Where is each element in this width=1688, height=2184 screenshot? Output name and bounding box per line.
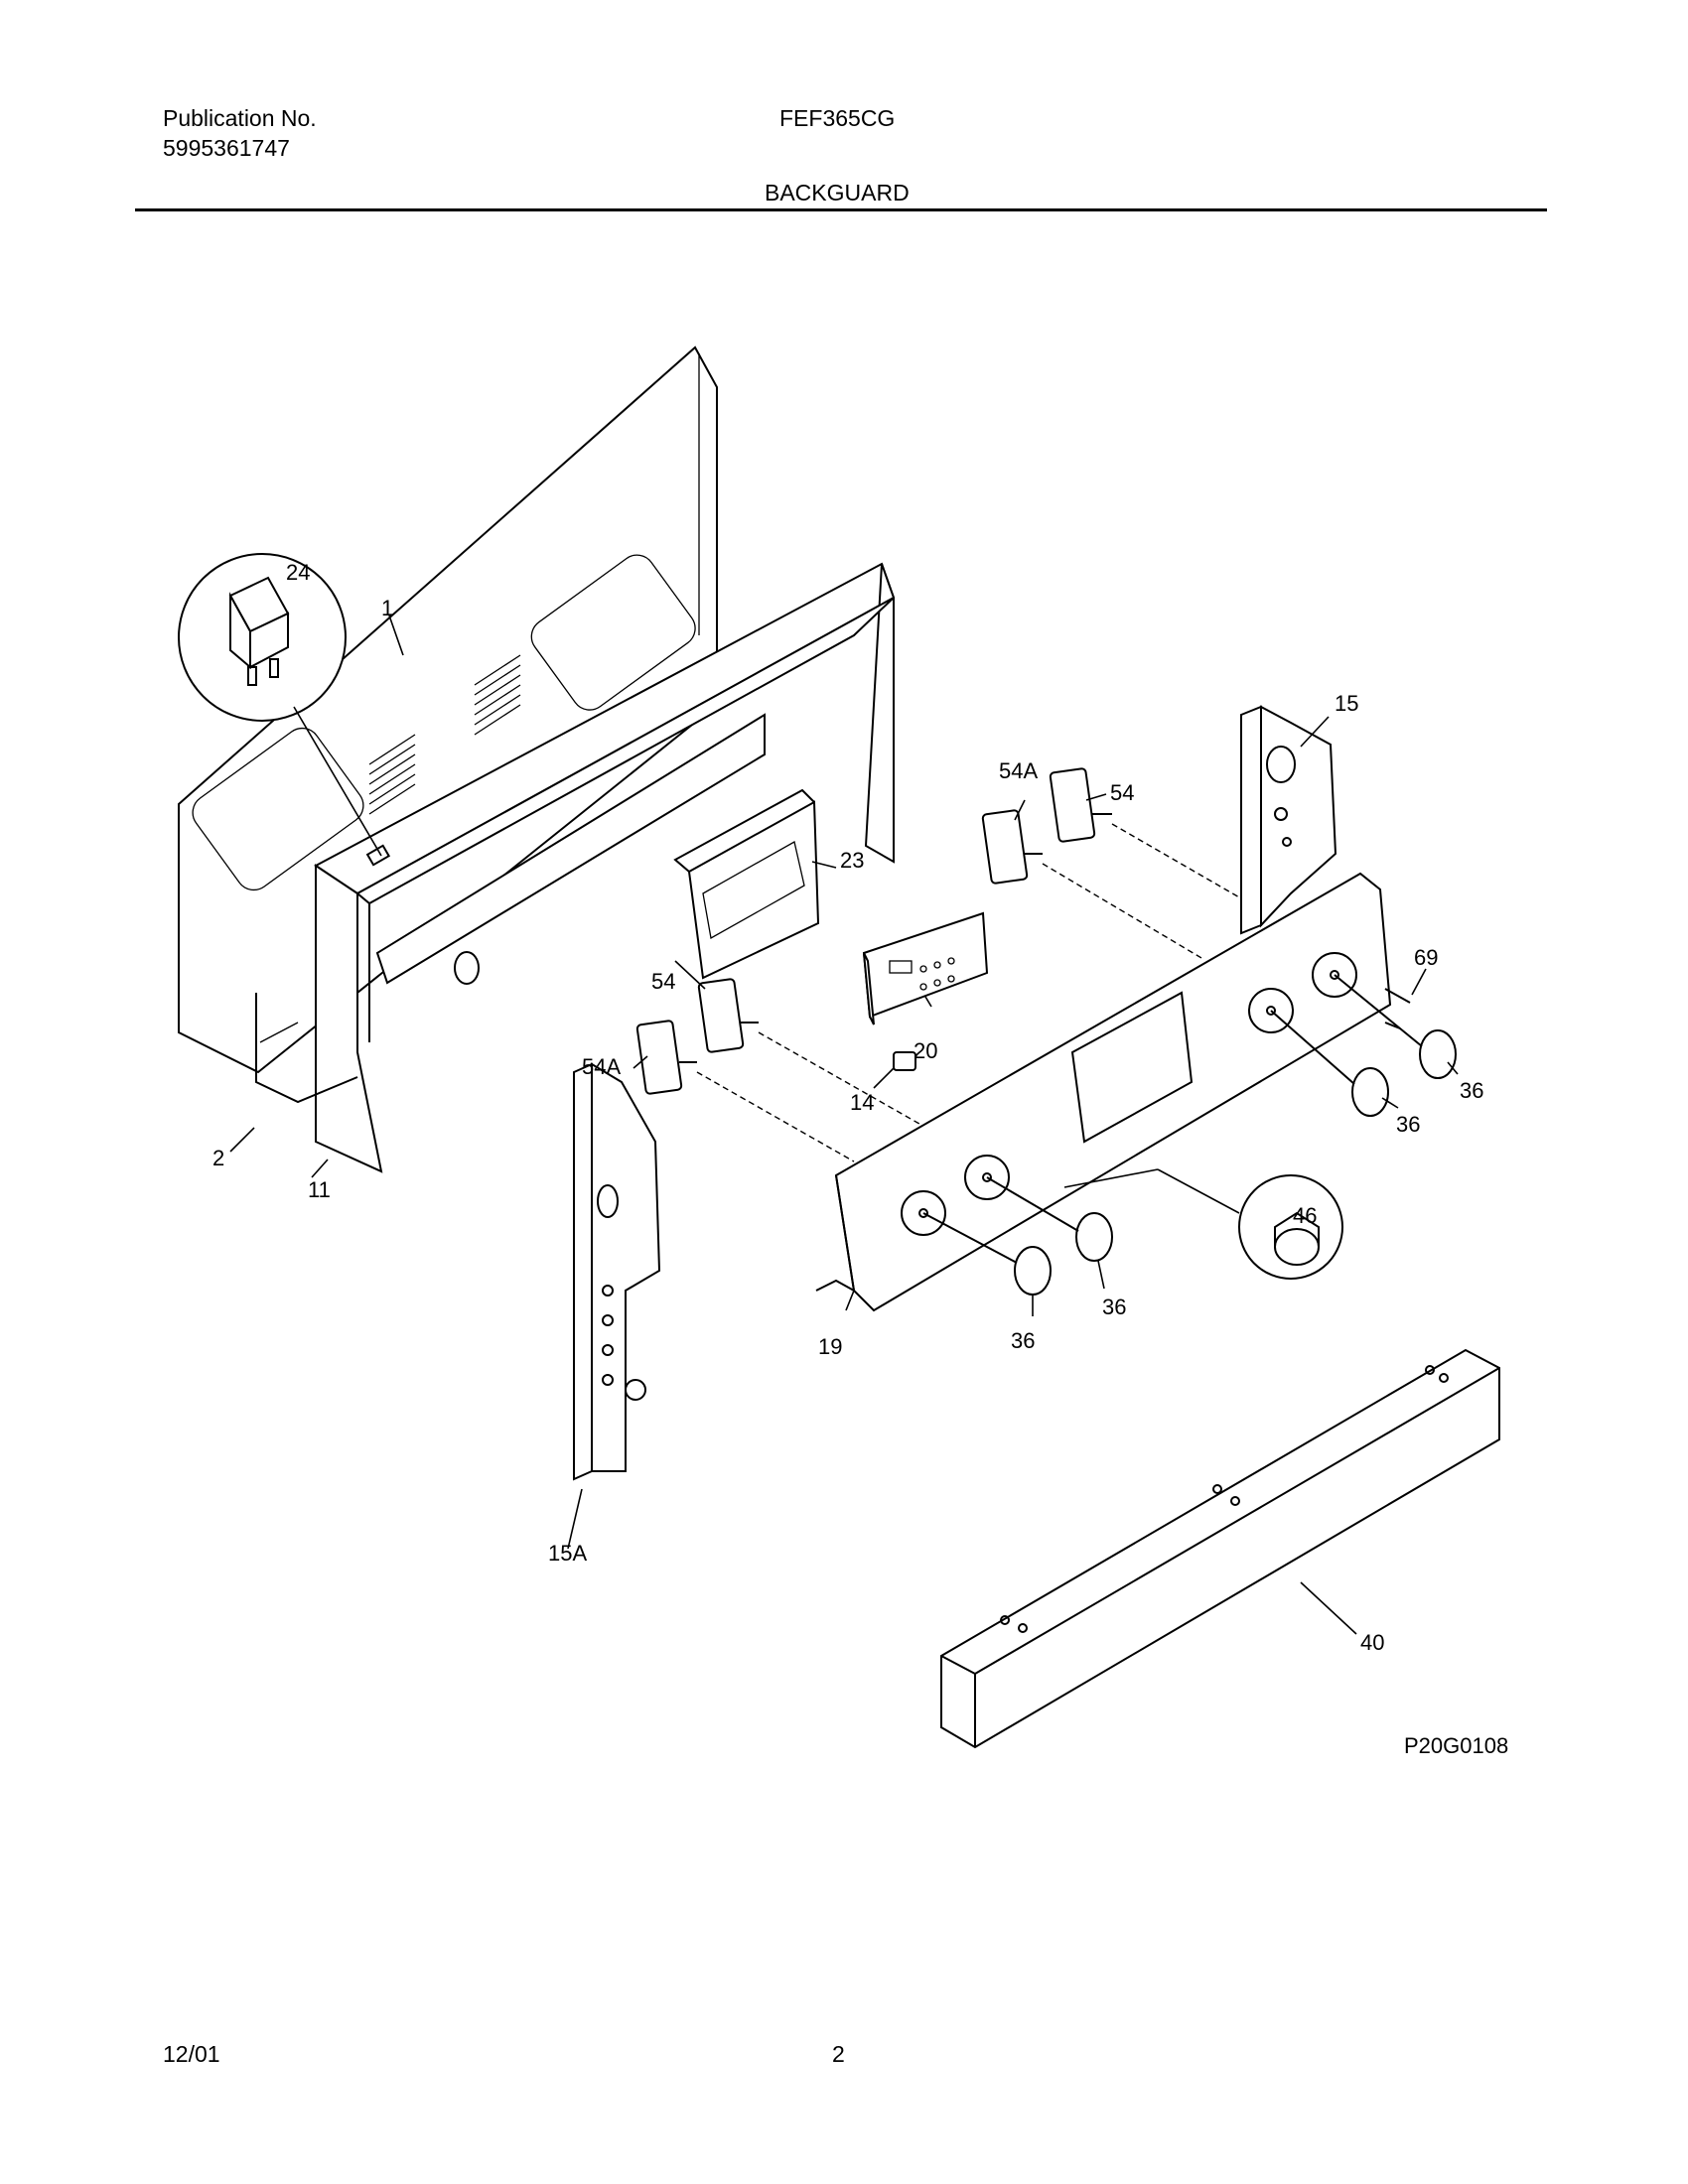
callout-36-b: 36 <box>1396 1112 1420 1137</box>
callout-24: 24 <box>286 560 310 585</box>
publication-number: 5995361747 <box>163 135 290 161</box>
rocker-switch-detail <box>178 553 382 857</box>
callout-11: 11 <box>308 1177 331 1202</box>
callout-54-top: 54 <box>1110 780 1134 805</box>
section-title: BACKGUARD <box>765 180 910 205</box>
callout-36-a: 36 <box>1460 1078 1483 1103</box>
publication-label: Publication No. <box>163 105 317 131</box>
left-side-bracket <box>573 1062 661 1481</box>
callout-36-c: 36 <box>1102 1295 1126 1319</box>
callout-54-mid: 54 <box>651 969 675 994</box>
control-bracket <box>673 788 820 980</box>
right-side-bracket <box>1240 705 1337 935</box>
small-switch-part <box>893 1051 916 1071</box>
figure-id: P20G0108 <box>1404 1733 1508 1758</box>
callout-20: 20 <box>914 1038 937 1063</box>
callout-19: 19 <box>818 1334 842 1359</box>
control-knobs <box>922 974 1457 1296</box>
callout-54a-mid: 54A <box>582 1054 621 1079</box>
callout-23: 23 <box>840 848 864 873</box>
page-number: 2 <box>832 2041 845 2067</box>
header-rule <box>135 208 1547 211</box>
callout-14: 14 <box>850 1090 874 1115</box>
infinite-switches <box>635 767 1242 1162</box>
backguard-trim <box>940 1348 1500 1749</box>
callout-leaders <box>229 614 1459 1635</box>
callout-15: 15 <box>1335 691 1358 716</box>
callout-40: 40 <box>1360 1630 1384 1655</box>
callout-15a: 15A <box>548 1541 587 1566</box>
callout-46: 46 <box>1293 1203 1317 1228</box>
front-backguard-frame <box>314 562 896 1173</box>
callout-54a-top: 54A <box>999 758 1038 783</box>
footer-date: 12/01 <box>163 2041 220 2067</box>
callout-36-d: 36 <box>1011 1328 1035 1353</box>
callout-1: 1 <box>381 596 393 620</box>
callout-labels: 24 1 2 11 23 15 15A 54A 54 54 54A 14 20 … <box>212 560 1508 1758</box>
model-number: FEF365CG <box>779 105 896 131</box>
push-button-detail <box>1063 1168 1343 1280</box>
callout-2: 2 <box>212 1146 224 1170</box>
callout-69: 69 <box>1414 945 1438 970</box>
clock-control-board <box>862 911 989 1025</box>
lower-bracket <box>255 993 358 1104</box>
